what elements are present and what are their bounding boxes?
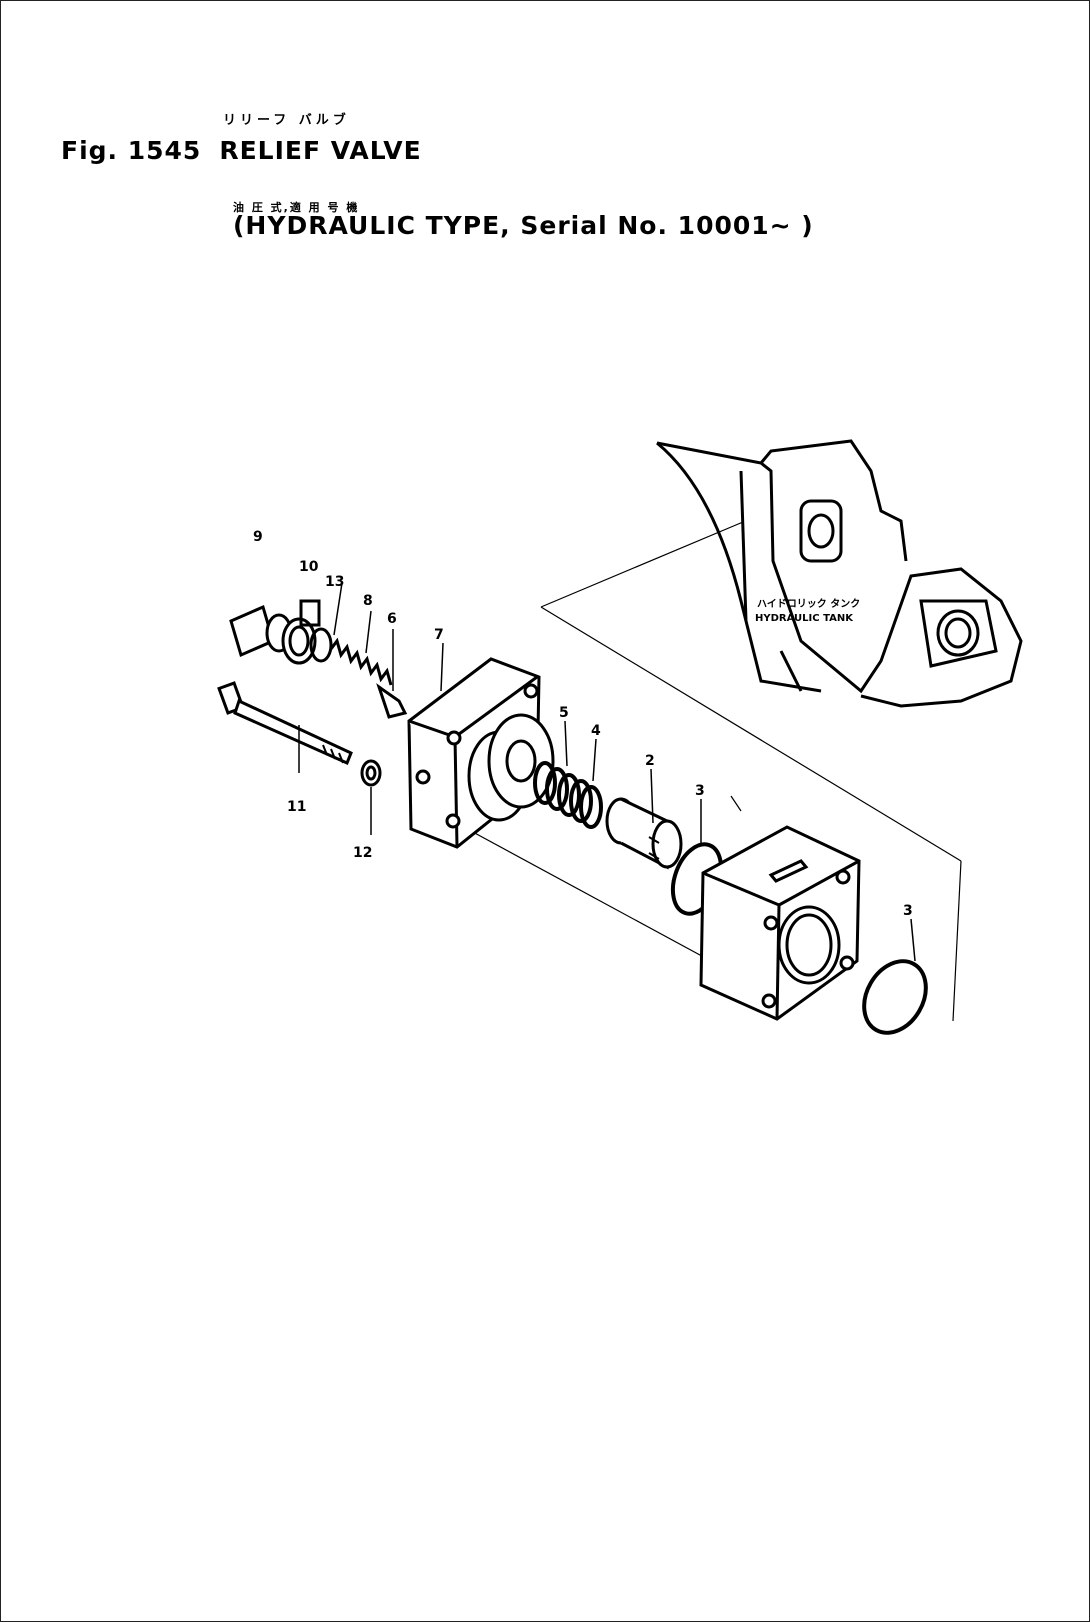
part-12-washer bbox=[360, 759, 382, 787]
callout-4: 4 bbox=[591, 723, 601, 739]
callout-12: 12 bbox=[353, 845, 372, 861]
part-6-poppet bbox=[376, 683, 408, 719]
part-5-spring bbox=[533, 761, 603, 829]
callout-leaders bbox=[298, 582, 916, 962]
callout-13: 13 bbox=[325, 574, 344, 590]
callout-8: 8 bbox=[363, 593, 373, 609]
title-en: RELIEF VALVE bbox=[219, 136, 422, 165]
callout-3-upper: 3 bbox=[695, 783, 705, 799]
hydraulic-tank-drawing bbox=[656, 439, 1023, 708]
callout-11: 11 bbox=[287, 799, 306, 815]
flange-block bbox=[699, 825, 861, 1021]
part-2-piston bbox=[605, 797, 683, 870]
tank-label-jp: ハイドロリック タンク bbox=[757, 598, 860, 610]
callout-2: 2 bbox=[645, 753, 655, 769]
callout-6: 6 bbox=[387, 611, 397, 627]
part-8-spring bbox=[329, 637, 393, 686]
part-9-plug bbox=[229, 604, 317, 665]
part-10-13-washer-nut bbox=[299, 599, 333, 663]
title-jp-reading: リリーフ バルブ bbox=[223, 113, 350, 128]
part-7-valve-housing bbox=[407, 657, 555, 849]
callout-7: 7 bbox=[434, 627, 444, 643]
assembly-guide-lines bbox=[470, 521, 962, 1022]
callout-5: 5 bbox=[559, 705, 569, 721]
subtitle-jp: 油 圧 式,適 用 号 機 bbox=[233, 201, 360, 214]
figure-title: Fig. 1545 RELIEF VALVE bbox=[61, 136, 422, 165]
figure-number: Fig. 1545 bbox=[61, 136, 202, 165]
callout-10: 10 bbox=[299, 559, 319, 575]
figure-subtitle: (HYDRAULIC TYPE, Serial No. 10001~ ) bbox=[233, 211, 814, 240]
callout-3-lower: 3 bbox=[903, 903, 913, 919]
part-11-bolt bbox=[217, 681, 353, 766]
callout-numbers: 9 10 13 8 6 7 11 12 5 4 2 3 3 bbox=[253, 529, 913, 919]
part-3-o-ring-lower bbox=[862, 959, 928, 1035]
tank-label-en: HYDRAULIC TANK bbox=[755, 613, 854, 624]
callout-9: 9 bbox=[253, 529, 263, 545]
